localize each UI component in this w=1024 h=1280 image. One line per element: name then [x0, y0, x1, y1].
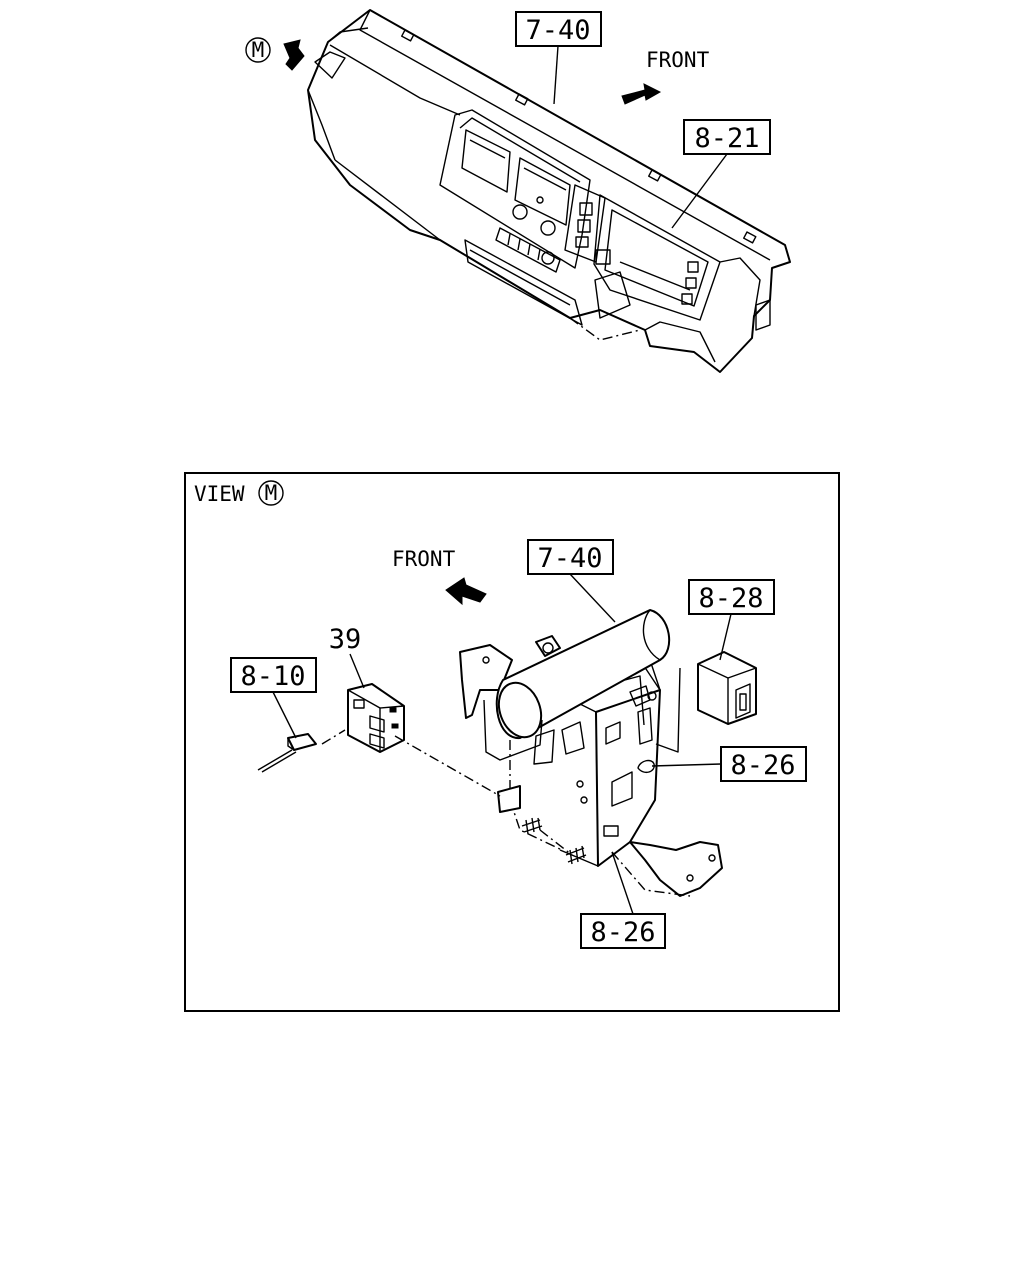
front-arrow-icon [445, 577, 487, 606]
mounting-bracket [459, 609, 723, 897]
callout-8-28: 8-28 [688, 579, 775, 661]
view-direction-arrow [283, 39, 305, 71]
front-indicator-detail: FRONT [392, 547, 487, 606]
connector-component [257, 733, 317, 773]
front-label: FRONT [646, 48, 710, 72]
detail-view-title: VIEW M [194, 480, 284, 506]
callout-label: 39 [329, 624, 362, 655]
callout-8-10: 8-10 [230, 657, 317, 739]
callout-label: 7-40 [537, 543, 602, 574]
view-m-marker: M [245, 37, 305, 71]
detail-view-frame [184, 472, 840, 1012]
dashboard-assembly [307, 9, 791, 373]
relay-component [347, 683, 405, 753]
callout-8-21: 8-21 [671, 119, 771, 229]
callout-8-26-bottom: 8-26 [580, 851, 666, 949]
front-arrow-icon [621, 83, 662, 105]
callout-label: 8-21 [694, 123, 759, 154]
callout-label: 8-10 [240, 661, 305, 692]
callout-8-26-right: 8-26 [651, 746, 807, 782]
view-title: VIEW [194, 482, 245, 506]
callout-39: 39 [329, 624, 365, 689]
front-indicator-top: FRONT [621, 48, 710, 105]
switch-component [697, 651, 757, 725]
callout-label: 8-28 [698, 583, 763, 614]
view-marker-letter: M [252, 38, 265, 62]
view-marker-letter: M [265, 481, 278, 505]
front-label: FRONT [392, 547, 456, 571]
callout-label: 8-26 [590, 917, 655, 948]
callout-7-40-top: 7-40 [515, 11, 602, 105]
callout-label: 8-26 [730, 750, 795, 781]
callout-7-40-detail: 7-40 [527, 539, 616, 623]
assembly-guide-lines [321, 667, 681, 856]
callout-label: 7-40 [525, 15, 590, 46]
